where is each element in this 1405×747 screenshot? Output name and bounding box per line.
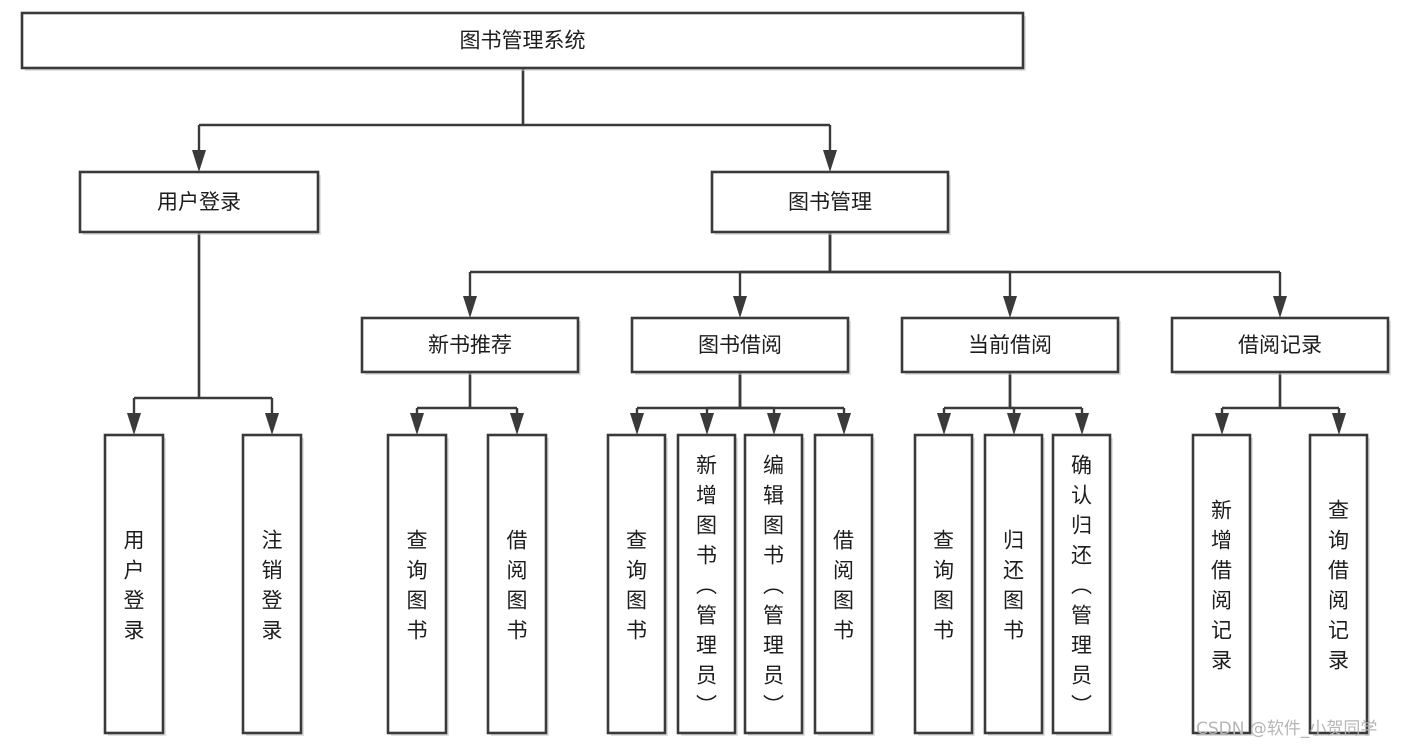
node-box[interactable]	[983, 433, 1044, 735]
node-label: 新书推荐	[428, 333, 512, 357]
node-box[interactable]	[1308, 433, 1369, 735]
node-leaf-bor-query-book[interactable]: 查询图书	[606, 433, 668, 736]
node-box[interactable]	[710, 170, 950, 234]
node-label: 查询图书	[933, 528, 954, 642]
node-label: 用户登录	[124, 528, 145, 642]
node-label: 确认归还︵管理员︶	[1071, 453, 1092, 717]
connector-root-to-user-login	[192, 68, 525, 172]
node-label: 查询图书	[407, 528, 428, 642]
node-root[interactable]: 图书管理系统	[20, 11, 1026, 71]
node-leaf-rec-add-record[interactable]: 新增借阅记录	[1191, 433, 1253, 736]
node-leaf-rec-query-record[interactable]: 查询借阅记录	[1308, 433, 1370, 736]
node-book-borrow[interactable]: 图书借阅	[630, 316, 851, 375]
connector-current-borrow-to-leaf-cur-confirm-return	[1008, 372, 1089, 435]
csdn-watermark: CSDN @软件_小贺同学	[1196, 719, 1377, 739]
connector-book-manage-to-book-borrow	[733, 232, 832, 318]
connector-user-login-to-leaf-user-login	[127, 232, 201, 435]
connector-book-borrow-to-leaf-bor-query-book	[630, 372, 742, 435]
node-label: 图书管理	[788, 190, 872, 214]
node-box[interactable]	[486, 433, 548, 735]
node-leaf-bor-edit-book[interactable]: 编辑图书︵管理员︶	[743, 433, 805, 736]
node-label: 图书借阅	[698, 333, 782, 357]
node-box[interactable]	[103, 433, 165, 735]
node-box[interactable]	[900, 316, 1120, 374]
node-label: 借阅图书	[507, 528, 528, 642]
connector-borrow-record-to-leaf-rec-add-record	[1215, 372, 1282, 435]
node-box[interactable]	[1170, 316, 1390, 374]
node-label: 借阅图书	[833, 528, 854, 642]
node-label: 当前借阅	[968, 333, 1052, 357]
node-leaf-user-logout[interactable]: 注销登录	[241, 433, 304, 736]
node-box[interactable]	[360, 316, 580, 374]
node-box[interactable]	[1191, 433, 1252, 735]
connector-user-login-to-leaf-user-logout	[197, 232, 279, 435]
node-layer: 图书管理系统用户登录图书管理新书推荐图书借阅当前借阅借阅记录用户登录注销登录查询…	[20, 11, 1391, 736]
node-box[interactable]	[743, 433, 804, 735]
connector-root-to-book-manage	[521, 68, 837, 172]
node-box[interactable]	[813, 433, 874, 735]
node-box[interactable]	[78, 170, 320, 234]
node-label: 用户登录	[157, 190, 241, 214]
node-label: 借阅记录	[1238, 333, 1322, 357]
connector-layer	[127, 68, 1346, 435]
node-label: 编辑图书︵管理员︶	[763, 453, 784, 717]
node-label: 图书管理系统	[460, 29, 586, 53]
connector-book-manage-to-borrow-record	[828, 232, 1287, 318]
node-leaf-bor-add-book[interactable]: 新增图书︵管理员︶	[676, 433, 738, 736]
node-leaf-bor-borrow-book[interactable]: 借阅图书	[813, 433, 875, 736]
node-box[interactable]	[606, 433, 667, 735]
node-user-login[interactable]: 用户登录	[78, 170, 321, 235]
connector-book-borrow-to-leaf-bor-borrow-book	[738, 372, 851, 435]
connector-book-manage-to-current-borrow	[828, 232, 1017, 318]
connector-book-borrow-to-leaf-bor-edit-book	[738, 372, 781, 435]
node-label: 查询借阅记录	[1328, 498, 1349, 672]
node-label: 新增图书︵管理员︶	[696, 453, 717, 717]
node-box[interactable]	[386, 433, 448, 735]
node-box[interactable]	[676, 433, 737, 735]
node-leaf-cur-return-book[interactable]: 归还图书	[983, 433, 1045, 736]
connector-new-book-rec-to-leaf-rec-borrow-book	[468, 372, 524, 435]
connector-book-manage-to-new-book-rec	[463, 232, 832, 318]
node-leaf-user-login[interactable]: 用户登录	[103, 433, 166, 736]
node-box[interactable]	[241, 433, 303, 735]
connector-new-book-rec-to-leaf-rec-query-book	[410, 372, 472, 435]
node-borrow-record[interactable]: 借阅记录	[1170, 316, 1391, 375]
node-label: 新增借阅记录	[1211, 498, 1232, 672]
node-label: 注销登录	[262, 528, 283, 642]
connector-book-borrow-to-leaf-bor-add-book	[700, 372, 742, 435]
node-label: 查询图书	[626, 528, 647, 642]
node-label: 归还图书	[1003, 528, 1024, 642]
node-box[interactable]	[913, 433, 974, 735]
connector-current-borrow-to-leaf-cur-query-book	[937, 372, 1012, 435]
node-box[interactable]	[20, 11, 1025, 70]
node-leaf-rec-borrow-book[interactable]: 借阅图书	[486, 433, 549, 736]
node-current-borrow[interactable]: 当前借阅	[900, 316, 1121, 375]
connector-borrow-record-to-leaf-rec-query-record	[1278, 372, 1346, 435]
node-leaf-cur-confirm-return[interactable]: 确认归还︵管理员︶	[1051, 433, 1113, 736]
node-box[interactable]	[1051, 433, 1112, 735]
node-box[interactable]	[630, 316, 850, 374]
node-leaf-rec-query-book[interactable]: 查询图书	[386, 433, 449, 736]
node-book-manage[interactable]: 图书管理	[710, 170, 951, 235]
node-new-book-rec[interactable]: 新书推荐	[360, 316, 581, 375]
node-leaf-cur-query-book[interactable]: 查询图书	[913, 433, 975, 736]
